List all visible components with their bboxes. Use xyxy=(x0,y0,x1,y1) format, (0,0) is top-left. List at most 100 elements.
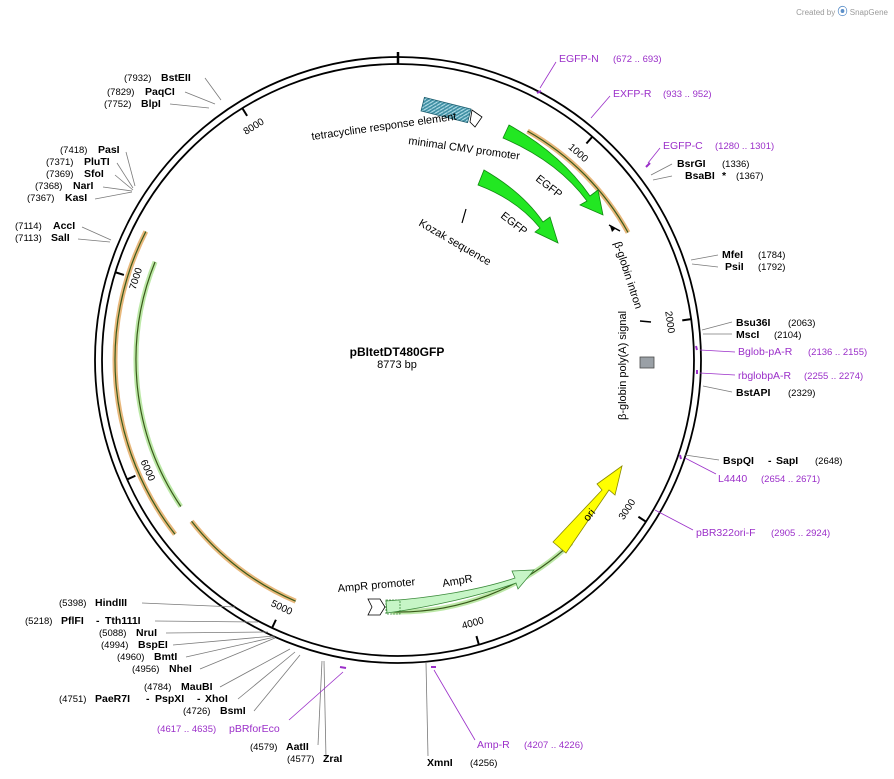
site-name[interactable]: MauBI xyxy=(181,681,213,693)
site-separator: - xyxy=(96,615,100,627)
primer-name[interactable]: L4440 xyxy=(718,473,747,485)
site-name[interactable]: BsmI xyxy=(220,705,246,717)
tick-label: 8000 xyxy=(242,116,267,137)
site-name[interactable]: HindIII xyxy=(95,597,127,609)
site-pos: (4784) xyxy=(144,682,171,693)
site-name[interactable]: PaeR7I xyxy=(95,693,130,705)
primer-pos: (2654 .. 2671) xyxy=(761,474,820,485)
site-name[interactable]: NruI xyxy=(136,627,157,639)
primer-pbr322ori-f: pBR322ori-F (2905 .. 2924) xyxy=(654,509,830,539)
site-star: * xyxy=(722,170,727,182)
map-center-label: pBItetDT480GFP 8773 bp xyxy=(327,345,467,372)
site-name[interactable]: BsrGI xyxy=(677,158,706,170)
primer-rbglobpa-r: rbglobpA-R (2255 .. 2274) xyxy=(696,370,863,382)
site-name[interactable]: PaqCI xyxy=(145,86,175,98)
primer-name[interactable]: pBR322ori-F xyxy=(696,527,756,539)
site-name[interactable]: MfeI xyxy=(722,249,743,261)
site-pos: (4577) xyxy=(287,754,314,765)
site-name[interactable]: PspXI xyxy=(155,693,184,705)
primer-exfp-r: EXFP-R (933 .. 952) xyxy=(590,88,712,119)
site-name[interactable]: BmtI xyxy=(154,651,177,663)
site-pos: (4726) xyxy=(183,706,210,717)
site-separator: - xyxy=(197,693,201,705)
site-name[interactable]: NheI xyxy=(169,663,192,675)
orf-ampr-arc-core xyxy=(391,542,572,613)
site-separator: - xyxy=(146,693,150,705)
tick-label: 4000 xyxy=(461,615,486,632)
site-name[interactable]: MscI xyxy=(736,329,759,341)
site-pos: (7113) xyxy=(15,233,42,244)
site-name[interactable]: BsaBI xyxy=(685,170,715,182)
site-name[interactable]: BspQI xyxy=(723,455,754,467)
primer-name[interactable]: Amp-R xyxy=(477,739,510,751)
site-group-bsrgi-bsabi: BsrGI (1336) BsaBI * (1367) xyxy=(650,158,763,182)
site-pos: (4579) xyxy=(250,742,277,753)
polyA-signal-box[interactable] xyxy=(639,356,655,369)
site-name[interactable]: PsiI xyxy=(725,261,744,273)
site-name[interactable]: SapI xyxy=(776,455,798,467)
feature-label-bglobin-polya: β-globin poly(A) signal xyxy=(617,311,629,420)
site-name[interactable]: Tth111I xyxy=(105,615,141,627)
site-name[interactable]: BlpI xyxy=(141,98,161,110)
primer-name[interactable]: EGFP-N xyxy=(559,53,599,65)
site-name[interactable]: AccI xyxy=(53,220,75,232)
site-group-bsteii-paqci-blpi: (7932) BstEII (7829) PaqCI (7752) BlpI xyxy=(104,72,222,110)
primer-pos: (2136 .. 2155) xyxy=(808,347,867,358)
primer-name[interactable]: pBRforEco xyxy=(229,723,280,735)
site-name[interactable]: BstAPI xyxy=(736,387,771,399)
primer-name[interactable]: Bglob-pA-R xyxy=(738,346,793,358)
site-name[interactable]: BstEII xyxy=(161,72,191,84)
primer-pos: (4207 .. 4226) xyxy=(524,740,583,751)
site-name[interactable]: XmnI xyxy=(427,757,453,769)
primer-pos: (4617 .. 4635) xyxy=(157,724,216,735)
ori-feature[interactable] xyxy=(552,465,623,554)
ampr-feature[interactable] xyxy=(385,569,535,614)
site-name[interactable]: SfoI xyxy=(84,168,104,180)
site-pos: (4960) xyxy=(117,652,144,663)
primer-pos: (672 .. 693) xyxy=(613,54,662,65)
primer-name[interactable]: rbglobpA-R xyxy=(738,370,792,382)
egfp-feature-1[interactable] xyxy=(502,124,604,216)
site-group-xmni: XmnI (4256) xyxy=(425,662,497,769)
min-cmv-promoter-arrow[interactable] xyxy=(469,109,483,128)
site-pos: (5088) xyxy=(99,628,126,639)
tre-feature-box[interactable] xyxy=(420,96,472,124)
site-pos: (4751) xyxy=(59,694,86,705)
feature-tre xyxy=(420,96,483,128)
tick-mark xyxy=(126,474,136,481)
site-group-pasi-kasi: (7418) PasI (7371) PluTI (7369) SfoI (73… xyxy=(27,144,136,204)
orf-bottom-left-arc-core xyxy=(191,520,296,602)
primer-pos: (2905 .. 2924) xyxy=(771,528,830,539)
site-pos: (1792) xyxy=(758,262,785,273)
primer-pbrforeco: (4617 .. 4635) pBRforEco xyxy=(157,666,347,735)
ampr-promoter-arrow[interactable] xyxy=(367,598,386,616)
site-pos: (4256) xyxy=(470,758,497,769)
site-name[interactable]: PluTI xyxy=(84,156,110,168)
site-name[interactable]: PflFI xyxy=(61,615,84,627)
site-name[interactable]: NarI xyxy=(73,180,94,192)
primer-pos: (1280 .. 1301) xyxy=(715,141,774,152)
site-name[interactable]: Bsu36I xyxy=(736,317,771,329)
site-name[interactable]: AatII xyxy=(286,741,309,753)
site-name[interactable]: ZraI xyxy=(323,753,342,765)
primer-name[interactable]: EXFP-R xyxy=(613,88,652,100)
site-pos: (2329) xyxy=(788,388,815,399)
tick-mark xyxy=(271,619,277,629)
orf-bottom-left-arc[interactable] xyxy=(189,519,297,604)
site-pos: (1367) xyxy=(736,171,763,182)
site-group-bsu36i-msci: Bsu36I (2063) MscI (2104) xyxy=(701,317,815,341)
feature-label-bglobin-intron: β-globin intron xyxy=(611,240,644,310)
site-pos: (2104) xyxy=(774,330,801,341)
site-pos: (1336) xyxy=(722,159,749,170)
site-name[interactable]: SalI xyxy=(51,232,70,244)
site-name[interactable]: PasI xyxy=(98,144,120,156)
site-name[interactable]: BspEI xyxy=(138,639,168,651)
site-name[interactable]: KasI xyxy=(65,192,87,204)
primer-name[interactable]: EGFP-C xyxy=(663,140,703,152)
site-name[interactable]: XhoI xyxy=(205,693,228,705)
primer-amp-r: Amp-R (4207 .. 4226) xyxy=(431,666,583,751)
plasmid-name: pBItetDT480GFP xyxy=(349,345,445,359)
egfp-feature-2[interactable] xyxy=(477,169,559,244)
